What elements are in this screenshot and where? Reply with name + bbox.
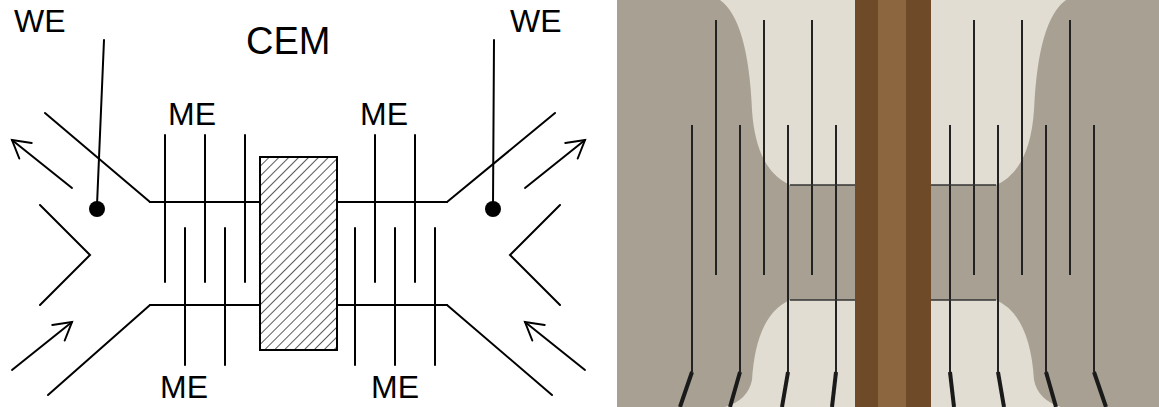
electrode-wire [164,135,166,282]
micrograph [617,0,1159,407]
channel-region [617,0,870,407]
electrode-wire [97,40,104,205]
flow-arrow [525,322,545,341]
flow-arrow [12,140,72,188]
membrane [260,157,337,350]
electrode-label: ME [371,371,419,403]
channel-divider [510,205,560,305]
flow-arrow [12,322,72,370]
flow-arrow [565,140,585,159]
channel-wall [447,305,552,395]
electrode-label: ME [160,371,208,403]
electrode-traces [692,20,1094,372]
membrane-label: CEM [246,22,330,60]
electrode-wire [493,40,494,205]
electrode-dot [89,201,105,217]
electrode-dot [485,201,501,217]
electrode-label: ME [168,98,216,130]
flow-arrow [12,140,32,159]
electrode-wire [204,135,206,282]
channel-edges [790,185,996,300]
schematic [12,40,585,395]
channel-region [916,0,1159,407]
membrane-photo [855,0,931,407]
flow-arrow [525,322,585,370]
membrane-photo [878,0,906,407]
channel-wall [447,113,555,202]
electrode-wire [354,228,356,365]
flow-arrow [525,140,585,188]
flow-arrow [52,322,72,341]
electrode-wire [374,135,376,282]
electrode-wire [394,228,396,365]
electrode-wire [434,228,436,365]
electrode-wire [224,228,226,365]
electrode-wire [244,135,246,282]
channel-divider [40,205,90,305]
channel-wall [48,305,150,395]
electrode-wire [414,135,416,282]
channel-wall [150,304,260,306]
electrode-leads [680,372,1106,407]
electrode-wire [184,228,186,365]
photo-background [617,0,1159,407]
electrode-label: WE [14,5,66,37]
electrode-label: WE [510,5,562,37]
channel-wall [337,201,447,203]
electrode-label: ME [360,98,408,130]
channel-wall [337,304,447,306]
